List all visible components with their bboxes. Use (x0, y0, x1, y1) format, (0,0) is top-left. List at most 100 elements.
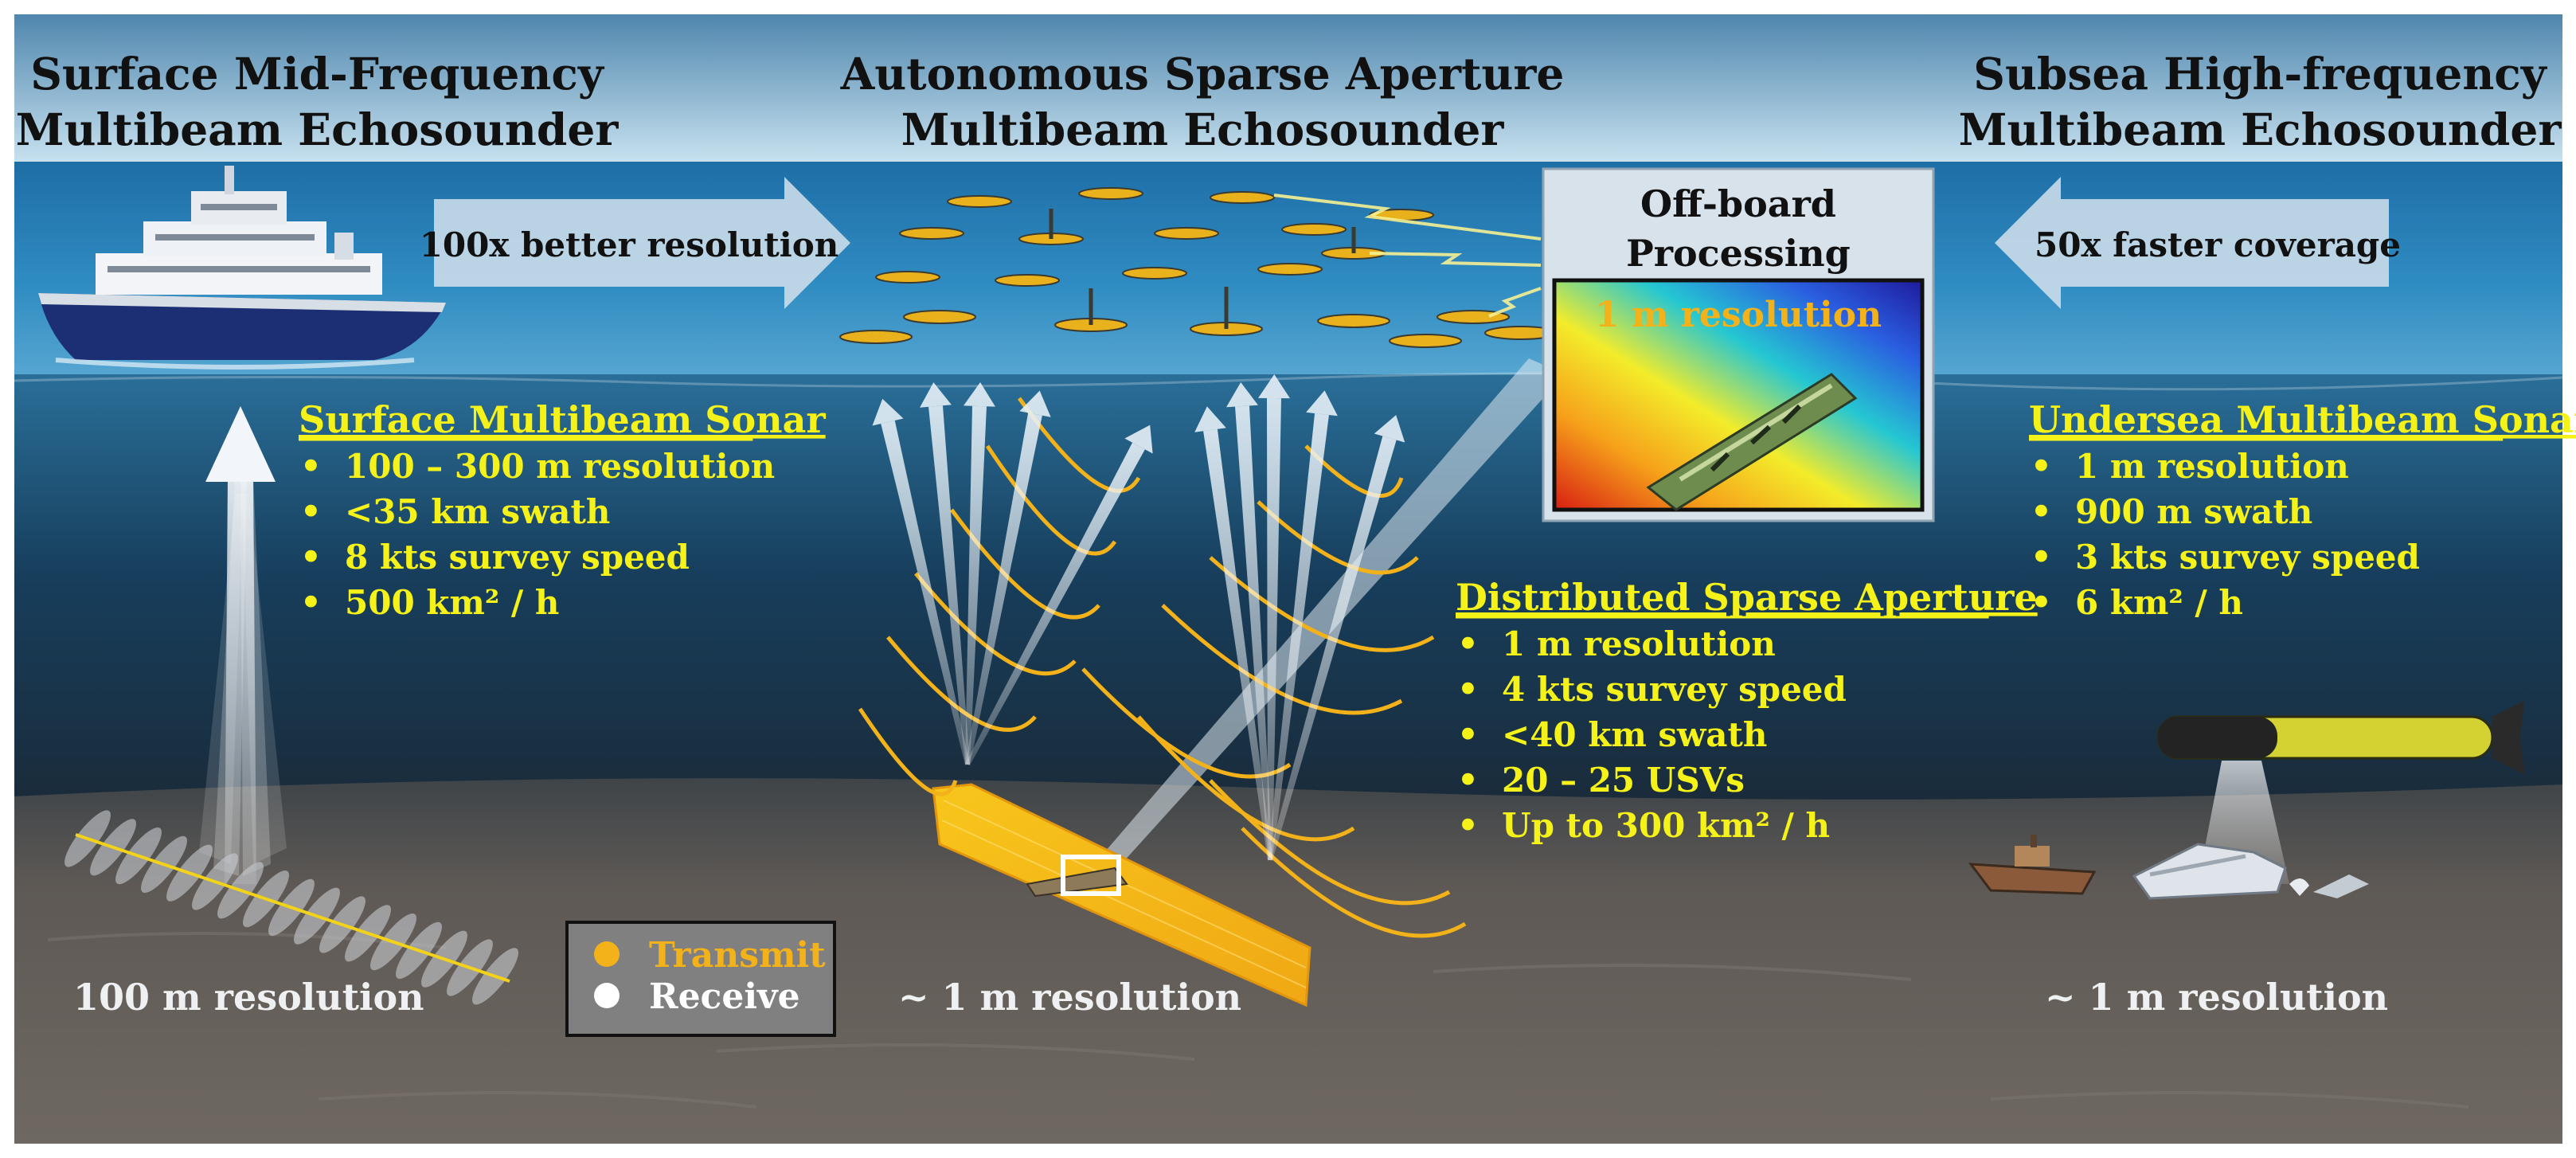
right-header-line-1: Subsea High-frequency (1973, 48, 2548, 100)
sparse-aperture-array (858, 374, 1467, 1007)
receive-beam-arrowhead (1306, 390, 1338, 417)
receive-beam-ray (1268, 413, 1329, 861)
surface-bullet-item: <35 km swath (345, 492, 610, 531)
sky (14, 14, 2562, 162)
receive-beam-arrowhead (1124, 424, 1153, 454)
surface-bullet-marker: • (300, 538, 322, 577)
distributed-bullet-marker: • (1457, 670, 1479, 709)
distributed-bullet-marker: • (1457, 806, 1479, 845)
legend-receive-label: Receive (649, 976, 800, 1017)
coverage-arrow-label: 50x faster coverage (2035, 225, 2401, 264)
transmit-wavefront-arc (985, 444, 1117, 556)
receive-beam-ray (1235, 405, 1272, 861)
undersea-bullet-item: 1 m resolution (2075, 447, 2349, 486)
transmit-wavefront-arc (1161, 604, 1403, 715)
bottom-center-resolution: ~ 1 m resolution (898, 976, 1241, 1019)
transmit-wavefront-arc (1017, 397, 1141, 493)
distributed-bullet-marker: • (1457, 715, 1479, 754)
spec-sections: Surface Multibeam Sonar • 100 – 300 m reso… (299, 398, 2576, 845)
surface-bullet-item: 100 – 300 m resolution (345, 447, 775, 486)
undersea-bullet-item: 900 m swath (2075, 492, 2312, 531)
surface-swath-footprint (64, 810, 518, 1005)
legend-transmit-label: Transmit (649, 935, 826, 976)
offboard-title-line-2: Processing (1626, 232, 1851, 275)
transmit-wavefront-arc (1241, 827, 1467, 938)
transmit-wavefront-arc (858, 707, 958, 796)
receive-beam-arrowhead (872, 398, 904, 426)
receive-beam-arrowhead (964, 382, 995, 407)
seabed-wreck-small (1026, 855, 1128, 898)
transmit-wavefront-arc (1209, 779, 1451, 906)
undersea-section-title: Undersea Multibeam Sonar (2029, 398, 2576, 441)
receive-beam-arrowhead (920, 382, 952, 408)
surface-section-title: Surface Multibeam Sonar (299, 398, 826, 441)
distributed-bullet-item: 4 kts survey speed (1502, 670, 1847, 709)
undersea-bullet-item: 6 km² / h (2075, 583, 2243, 622)
receive-beam-ray (1267, 397, 1281, 861)
surface-bullet-marker: • (300, 447, 322, 486)
receive-beam-ray (965, 413, 1042, 765)
usv-masts (1049, 209, 1356, 329)
surface-bullet-marker: • (300, 492, 322, 531)
distributed-bullet-item: <40 km swath (1502, 715, 1767, 754)
transmit-wavefront-arc (1209, 556, 1435, 652)
shipwreck-icon (1968, 835, 2369, 900)
receive-beam-arrowhead (1226, 382, 1258, 408)
legend-receive-swatch (594, 983, 620, 1008)
receive-beam-arrowhead (1019, 390, 1051, 417)
bottom-resolution-labels: 100 m resolution ~ 1 m resolution ~ 1 m … (73, 976, 2388, 1019)
distributed-section-title: Distributed Sparse Aperture (1456, 576, 2038, 619)
deep-water (14, 374, 2562, 820)
surface-beam-arrowhead (205, 406, 276, 482)
transmit-wavefront-arc (914, 572, 1077, 676)
receive-beams (872, 374, 1405, 861)
distributed-bullet-item: 1 m resolution (1502, 624, 1776, 663)
receive-beam-ray (928, 405, 970, 765)
undersea-bullet-marker: • (2031, 447, 2052, 486)
transmit-wavefront-arc (1137, 715, 1355, 842)
distributed-bullet-marker: • (1457, 761, 1479, 800)
surface-bullet-marker: • (300, 583, 322, 622)
center-header-line-1: Autonomous Sparse Aperture (840, 48, 1565, 100)
distributed-bullet-item: 20 – 25 USVs (1502, 761, 1745, 800)
bathymetry-resolution-label: 1 m resolution (1595, 295, 1882, 335)
zoom-selection-box (1061, 855, 1121, 896)
receive-beam-ray (881, 420, 970, 765)
legend-transmit-swatch (594, 941, 620, 967)
legend: Transmit Receive (565, 921, 836, 1037)
receive-beam-ray (1268, 436, 1397, 861)
header-titles: Surface Mid-Frequency Multibeam Echosoun… (16, 48, 2562, 155)
surface-sonar-beam (199, 406, 287, 884)
undersea-bullet-marker: • (2031, 538, 2052, 577)
distributed-bullet-item: Up to 300 km² / h (1502, 806, 1830, 845)
coverage-arrow: 50x faster coverage (1995, 177, 2401, 309)
offboard-processing-panel: Off-board Processing 1 m resolution (1091, 167, 1935, 880)
telemetry-links (1273, 194, 1542, 318)
offboard-title-line-1: Off-board (1640, 182, 1836, 225)
receive-beam-arrowhead (1258, 374, 1290, 399)
bathymetry-map-image (1552, 278, 1925, 512)
bottom-left-resolution: 100 m resolution (73, 976, 424, 1019)
undersea-bullet-marker: • (2031, 583, 2052, 622)
receive-beam-ray (965, 405, 987, 765)
resolution-arrow: 100x better resolution (420, 177, 850, 309)
shipwreck-scan (1646, 373, 1858, 511)
undersea-bullet-item: 3 kts survey speed (2075, 538, 2420, 577)
receive-beam-ray (1203, 428, 1272, 861)
receive-beam-arrowhead (1194, 406, 1226, 432)
receive-beam-ray (965, 442, 1145, 766)
surface-bullet-item: 500 km² / h (345, 583, 559, 622)
projection-beam (1091, 358, 1565, 880)
surface-bullet-item: 8 kts survey speed (345, 538, 690, 577)
right-header-line-2: Multibeam Echosounder (1959, 104, 2562, 155)
distributed-bullet-marker: • (1457, 624, 1479, 663)
left-header-line-1: Surface Mid-Frequency (30, 48, 605, 100)
receive-beam-arrowhead (1374, 415, 1405, 443)
resolution-arrow-label: 100x better resolution (420, 225, 839, 264)
survey-ship-icon (38, 166, 446, 370)
center-header-line-2: Multibeam Echosounder (901, 104, 1505, 155)
left-header-line-2: Multibeam Echosounder (16, 104, 620, 155)
undersea-bullet-marker: • (2031, 492, 2052, 531)
bottom-right-resolution: ~ 1 m resolution (2045, 976, 2388, 1019)
